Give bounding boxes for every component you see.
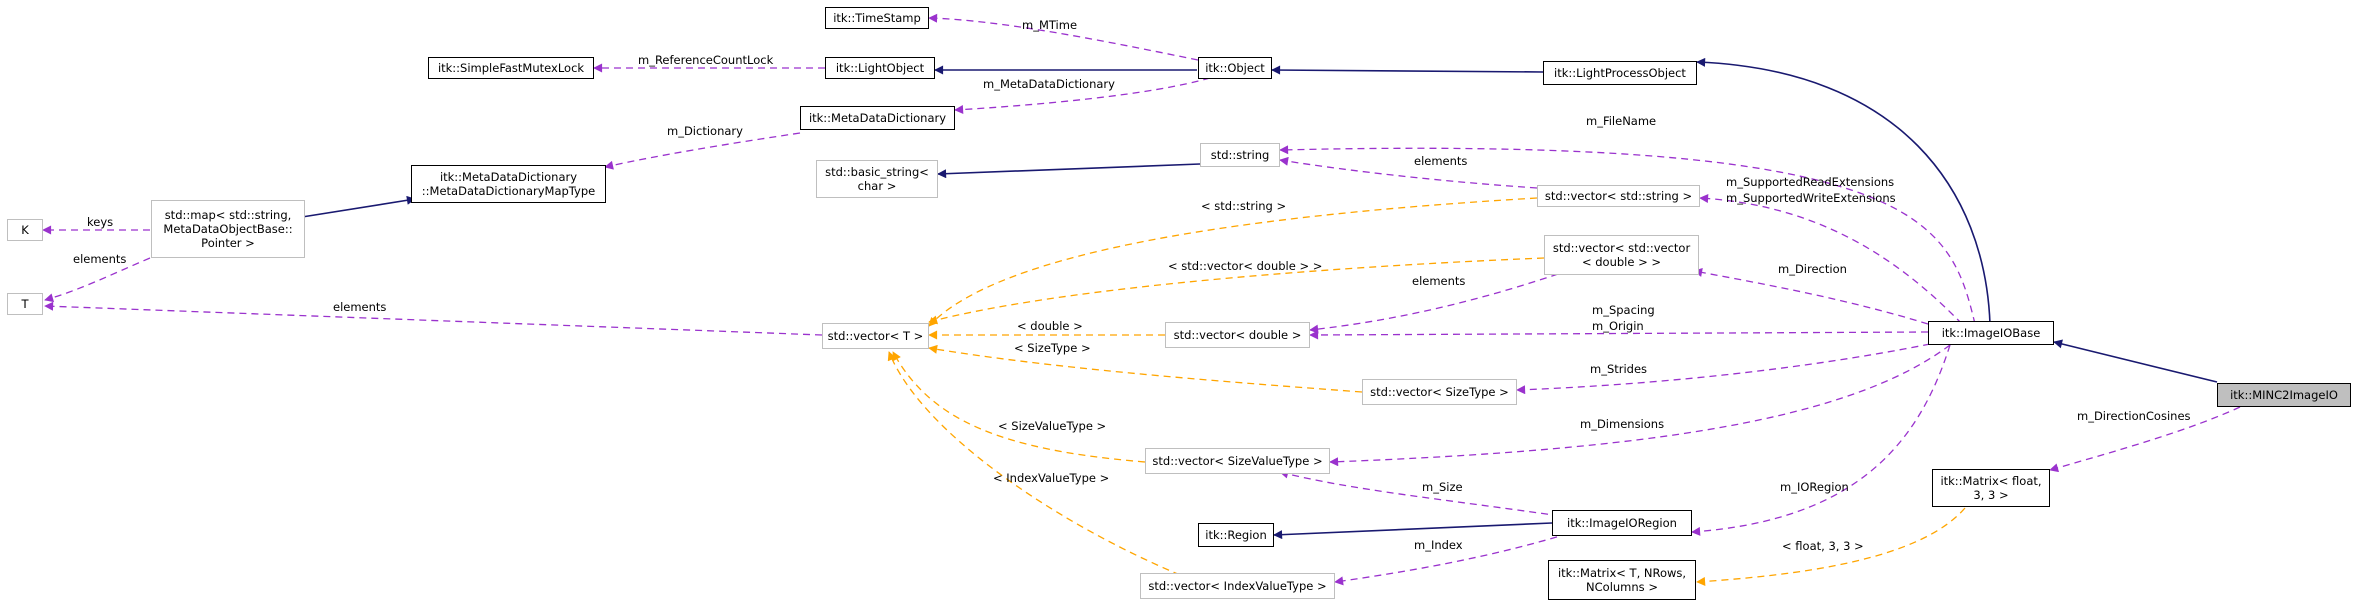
node-std-vector-sizetype[interactable]: std::vector< SizeType >: [1362, 379, 1517, 405]
node-itk-lightprocessobject[interactable]: itk::LightProcessObject: [1543, 61, 1697, 85]
edge-vecvecdouble-vect: [928, 257, 1545, 325]
edge-vecvecdouble-vecdouble: [1309, 273, 1559, 334]
edge-minc2imageio-to-imageiobase: [2053, 339, 2218, 383]
edge-imageiobase-imageioregion: [1691, 344, 1951, 536]
edge-minc2imageio-matrixfloat: [2049, 406, 2241, 473]
edge-vecstring-stdstring: [1279, 156, 1538, 189]
edge-vecsizetype-vect: [928, 344, 1363, 393]
edge-label: m_Direction: [1778, 262, 1847, 276]
edge-label: m_DirectionCosines: [2077, 409, 2191, 423]
edge-label: < IndexValueType >: [993, 471, 1109, 485]
edge-dictmaptype-to-stdmap: [301, 195, 416, 218]
edge-label: < std::string >: [1201, 199, 1286, 213]
edge-stdmap-t: [44, 257, 151, 303]
node-std-vector-sizevaluetype[interactable]: std::vector< SizeValueType >: [1145, 448, 1330, 474]
node-std-basic-string[interactable]: std::basic_string< char >: [816, 160, 938, 198]
edge-imageiobase-to-lightprocessobject: [1696, 57, 1991, 325]
node-std-vector-vector-double[interactable]: std::vector< std::vector < double > >: [1544, 235, 1699, 275]
edge-imageiobase-vecstring: [1699, 193, 1963, 325]
edge-label: m_Size: [1422, 480, 1463, 494]
edge-lightprocessobject-to-object: [1271, 65, 1544, 75]
edge-label: < SizeValueType >: [998, 419, 1106, 433]
node-itk-timestamp[interactable]: itk::TimeStamp: [825, 7, 929, 29]
edge-label: < SizeType >: [1014, 341, 1091, 355]
edge-label: m_Origin: [1592, 319, 1644, 333]
edge-vect-t: [44, 301, 823, 336]
edge-label: keys: [87, 215, 113, 229]
edge-vecsizevaluetype-vect: [892, 351, 1146, 463]
node-std-vector-indexvaluetype[interactable]: std::vector< IndexValueType >: [1140, 573, 1335, 599]
node-t[interactable]: T: [7, 293, 43, 315]
edge-label: < float, 3, 3 >: [1782, 539, 1864, 553]
node-std-vector-t[interactable]: std::vector< T >: [822, 323, 929, 349]
edge-label: elements: [333, 300, 386, 314]
node-itk-matrix-float[interactable]: itk::Matrix< float, 3, 3 >: [1932, 469, 2050, 507]
edge-label: m_MetaDataDictionary: [983, 77, 1115, 91]
node-itk-lightobject[interactable]: itk::LightObject: [825, 57, 935, 79]
edge-label: m_MTime: [1022, 18, 1077, 32]
edge-label: elements: [1412, 274, 1465, 288]
edge-imageioregion-vecindexvaluetype: [1334, 529, 1581, 586]
node-itk-metadatadictionary[interactable]: itk::MetaDataDictionary: [800, 106, 955, 130]
node-std-string[interactable]: std::string: [1200, 143, 1280, 167]
node-std-vector-double[interactable]: std::vector< double >: [1165, 322, 1310, 348]
edge-label: elements: [73, 252, 126, 266]
edge-label: m_Spacing: [1592, 303, 1655, 317]
edge-label: < double >: [1017, 319, 1083, 333]
node-itk-matrix-t[interactable]: itk::Matrix< T, NRows, NColumns >: [1548, 560, 1696, 600]
node-itk-object[interactable]: itk::Object: [1198, 57, 1272, 79]
edge-label: elements: [1414, 154, 1467, 168]
edge-imageioregion-to-region: [1273, 522, 1553, 540]
edge-vecstring-vect: [928, 197, 1538, 327]
edge-label: m_Strides: [1590, 362, 1647, 376]
node-itk-minc2imageio[interactable]: itk::MINC2ImageIO: [2217, 383, 2351, 407]
node-itk-metadatadictionarymaptype[interactable]: itk::MetaDataDictionary ::MetaDataDictio…: [411, 165, 606, 203]
edge-object-metadatadictionary: [954, 77, 1211, 115]
edge-label: m_SupportedWriteExtensions: [1726, 191, 1896, 205]
edge-metadatadictionary-dictmaptype: [604, 132, 801, 170]
edge-matrixfloat-matrixt: [1696, 507, 1966, 586]
node-itk-region[interactable]: itk::Region: [1198, 523, 1274, 547]
edge-label: m_SupportedReadExtensions: [1726, 175, 1894, 189]
edge-imageioregion-vecsizevaluetype: [1279, 469, 1561, 517]
edge-label: m_FileName: [1586, 114, 1656, 128]
edge-imageiobase-stdstring: [1279, 145, 1976, 325]
node-k[interactable]: K: [7, 219, 43, 241]
edge-vecindexvaluetype-vect: [887, 351, 1181, 576]
node-itk-simplefastmutexlock[interactable]: itk::SimpleFastMutexLock: [428, 57, 594, 79]
node-itk-imageiobase[interactable]: itk::ImageIOBase: [1928, 321, 2054, 345]
edge-imageiobase-vecvecdouble: [1693, 268, 1929, 325]
edge-label: m_Dictionary: [667, 124, 743, 138]
edge-label: m_Dimensions: [1580, 417, 1664, 431]
node-itk-imageioregion[interactable]: itk::ImageIORegion: [1552, 510, 1692, 536]
edge-object-timestamp: [928, 13, 1199, 61]
edge-label: < std::vector< double > >: [1168, 259, 1322, 273]
node-std-map[interactable]: std::map< std::string, MetaDataObjectBas…: [151, 200, 305, 258]
edge-stdstring-to-basicstring: [937, 163, 1201, 179]
edge-label: m_ReferenceCountLock: [638, 53, 774, 67]
edge-imageiobase-vecsizetype: [1516, 343, 1931, 395]
edge-label: m_Index: [1414, 538, 1463, 552]
edge-label: m_IORegion: [1780, 480, 1849, 494]
node-std-vector-string[interactable]: std::vector< std::string >: [1537, 185, 1700, 207]
edge-imageiobase-vecsizevaluetype: [1329, 344, 1951, 467]
